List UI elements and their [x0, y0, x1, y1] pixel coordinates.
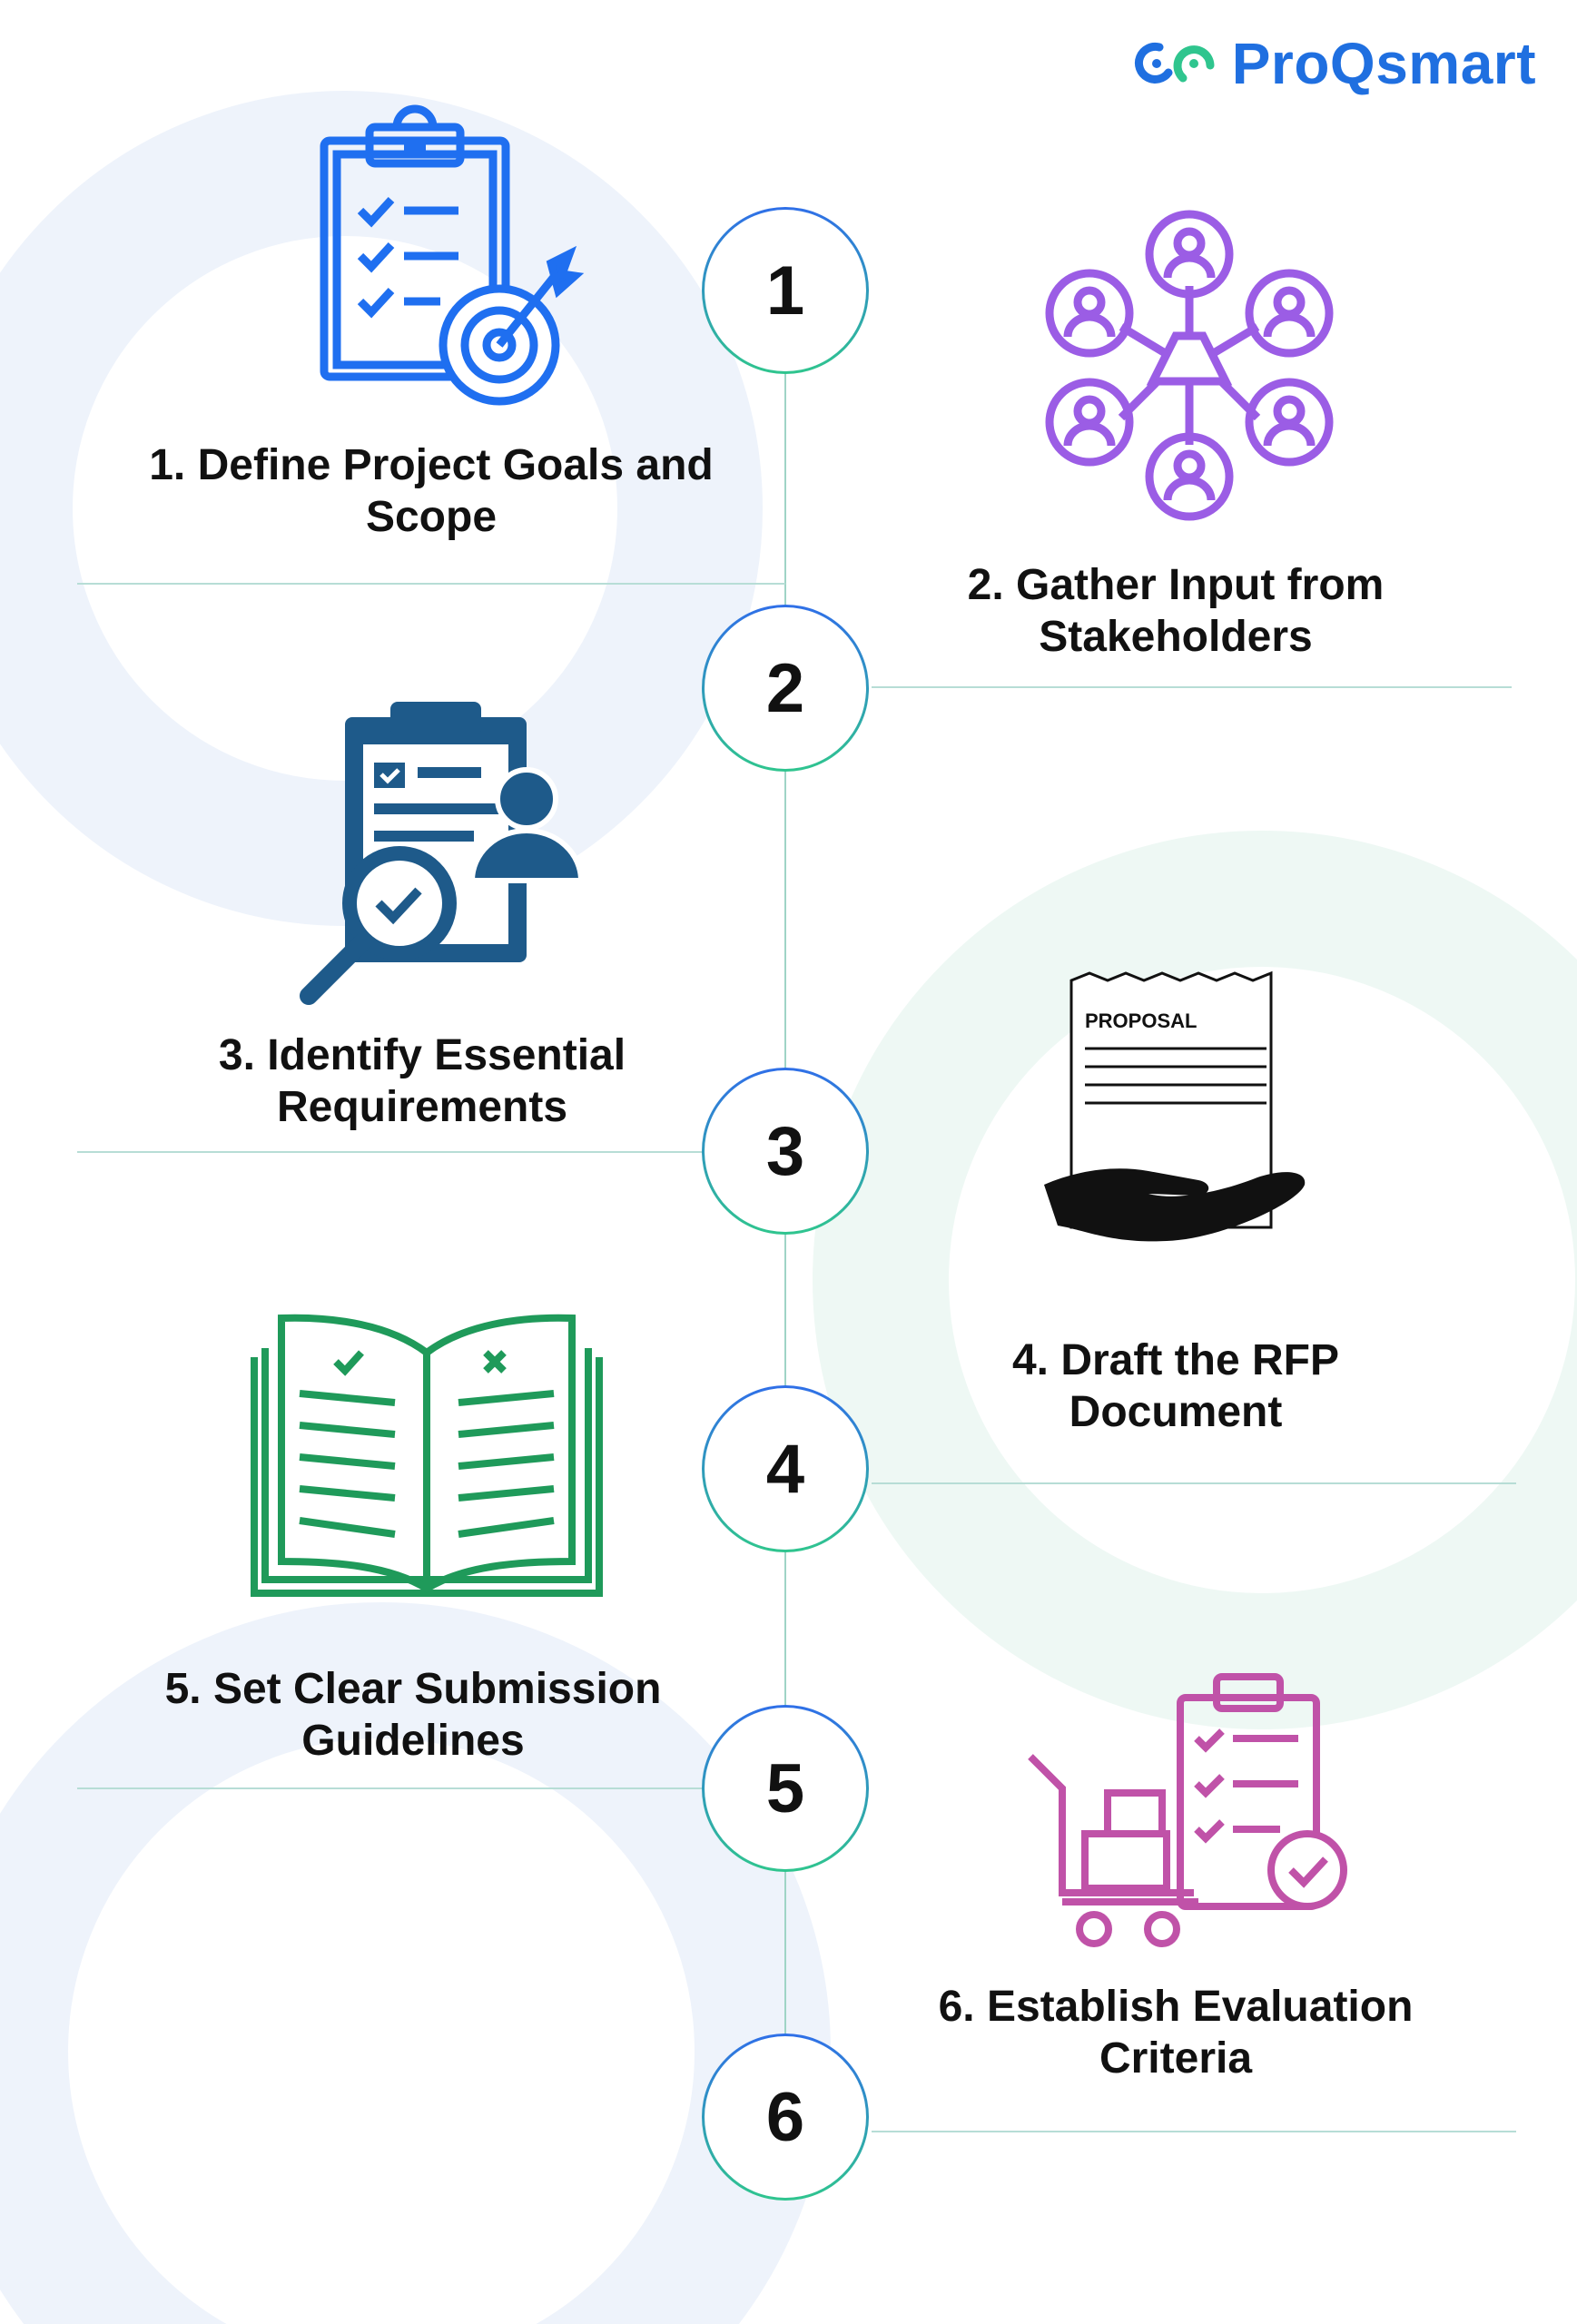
step-title: 3. Identify Essential Requirements [218, 1031, 626, 1131]
step-number: 5 [765, 1749, 805, 1827]
step-number: 4 [765, 1430, 805, 1508]
separator-line [77, 583, 785, 585]
step-number-circle: 5 [702, 1705, 869, 1872]
proqsmart-logo-icon [1134, 42, 1215, 84]
clipboard-magnifier-icon [300, 702, 585, 1005]
step-number-circle: 2 [702, 605, 869, 772]
separator-line [77, 1787, 704, 1789]
person-node [1145, 210, 1234, 299]
stakeholder-network-icon [1045, 210, 1334, 521]
step-number: 6 [765, 2078, 805, 2156]
cart-checklist-icon [1028, 1673, 1347, 1947]
step-number: 1 [765, 251, 805, 330]
step-title: 4. Draft the RFP Document [1011, 1336, 1340, 1436]
brand-name: ProQsmart [1231, 31, 1536, 96]
step-title: 2. Gather Input from Stakeholders [967, 561, 1385, 661]
separator-line [872, 1482, 1516, 1484]
separator-line [77, 1151, 704, 1153]
clipboard-target-icon [320, 104, 585, 406]
step-title: 6. Establish Evaluation Criteria [938, 1983, 1414, 2083]
proposal-text: PROPOSAL [1085, 1009, 1197, 1032]
step-number: 3 [765, 1112, 805, 1190]
step-number-circle: 4 [702, 1385, 869, 1552]
separator-line [872, 2131, 1516, 2132]
step-number-circle: 1 [702, 207, 869, 374]
brand-logo: ProQsmart [1132, 27, 1536, 100]
step-title: 1. Define Project Goals and Scope [149, 441, 714, 541]
step-title: 5. Set Clear Submission Guidelines [164, 1665, 662, 1765]
open-book-icon [251, 1314, 603, 1597]
proposal-hand-icon: PROPOSAL [1044, 970, 1306, 1242]
timeline-vertical-line [784, 372, 786, 2142]
step-number: 2 [765, 649, 805, 727]
step-number-circle: 6 [702, 2034, 869, 2201]
step-number-circle: 3 [702, 1068, 869, 1235]
separator-line [872, 686, 1512, 688]
